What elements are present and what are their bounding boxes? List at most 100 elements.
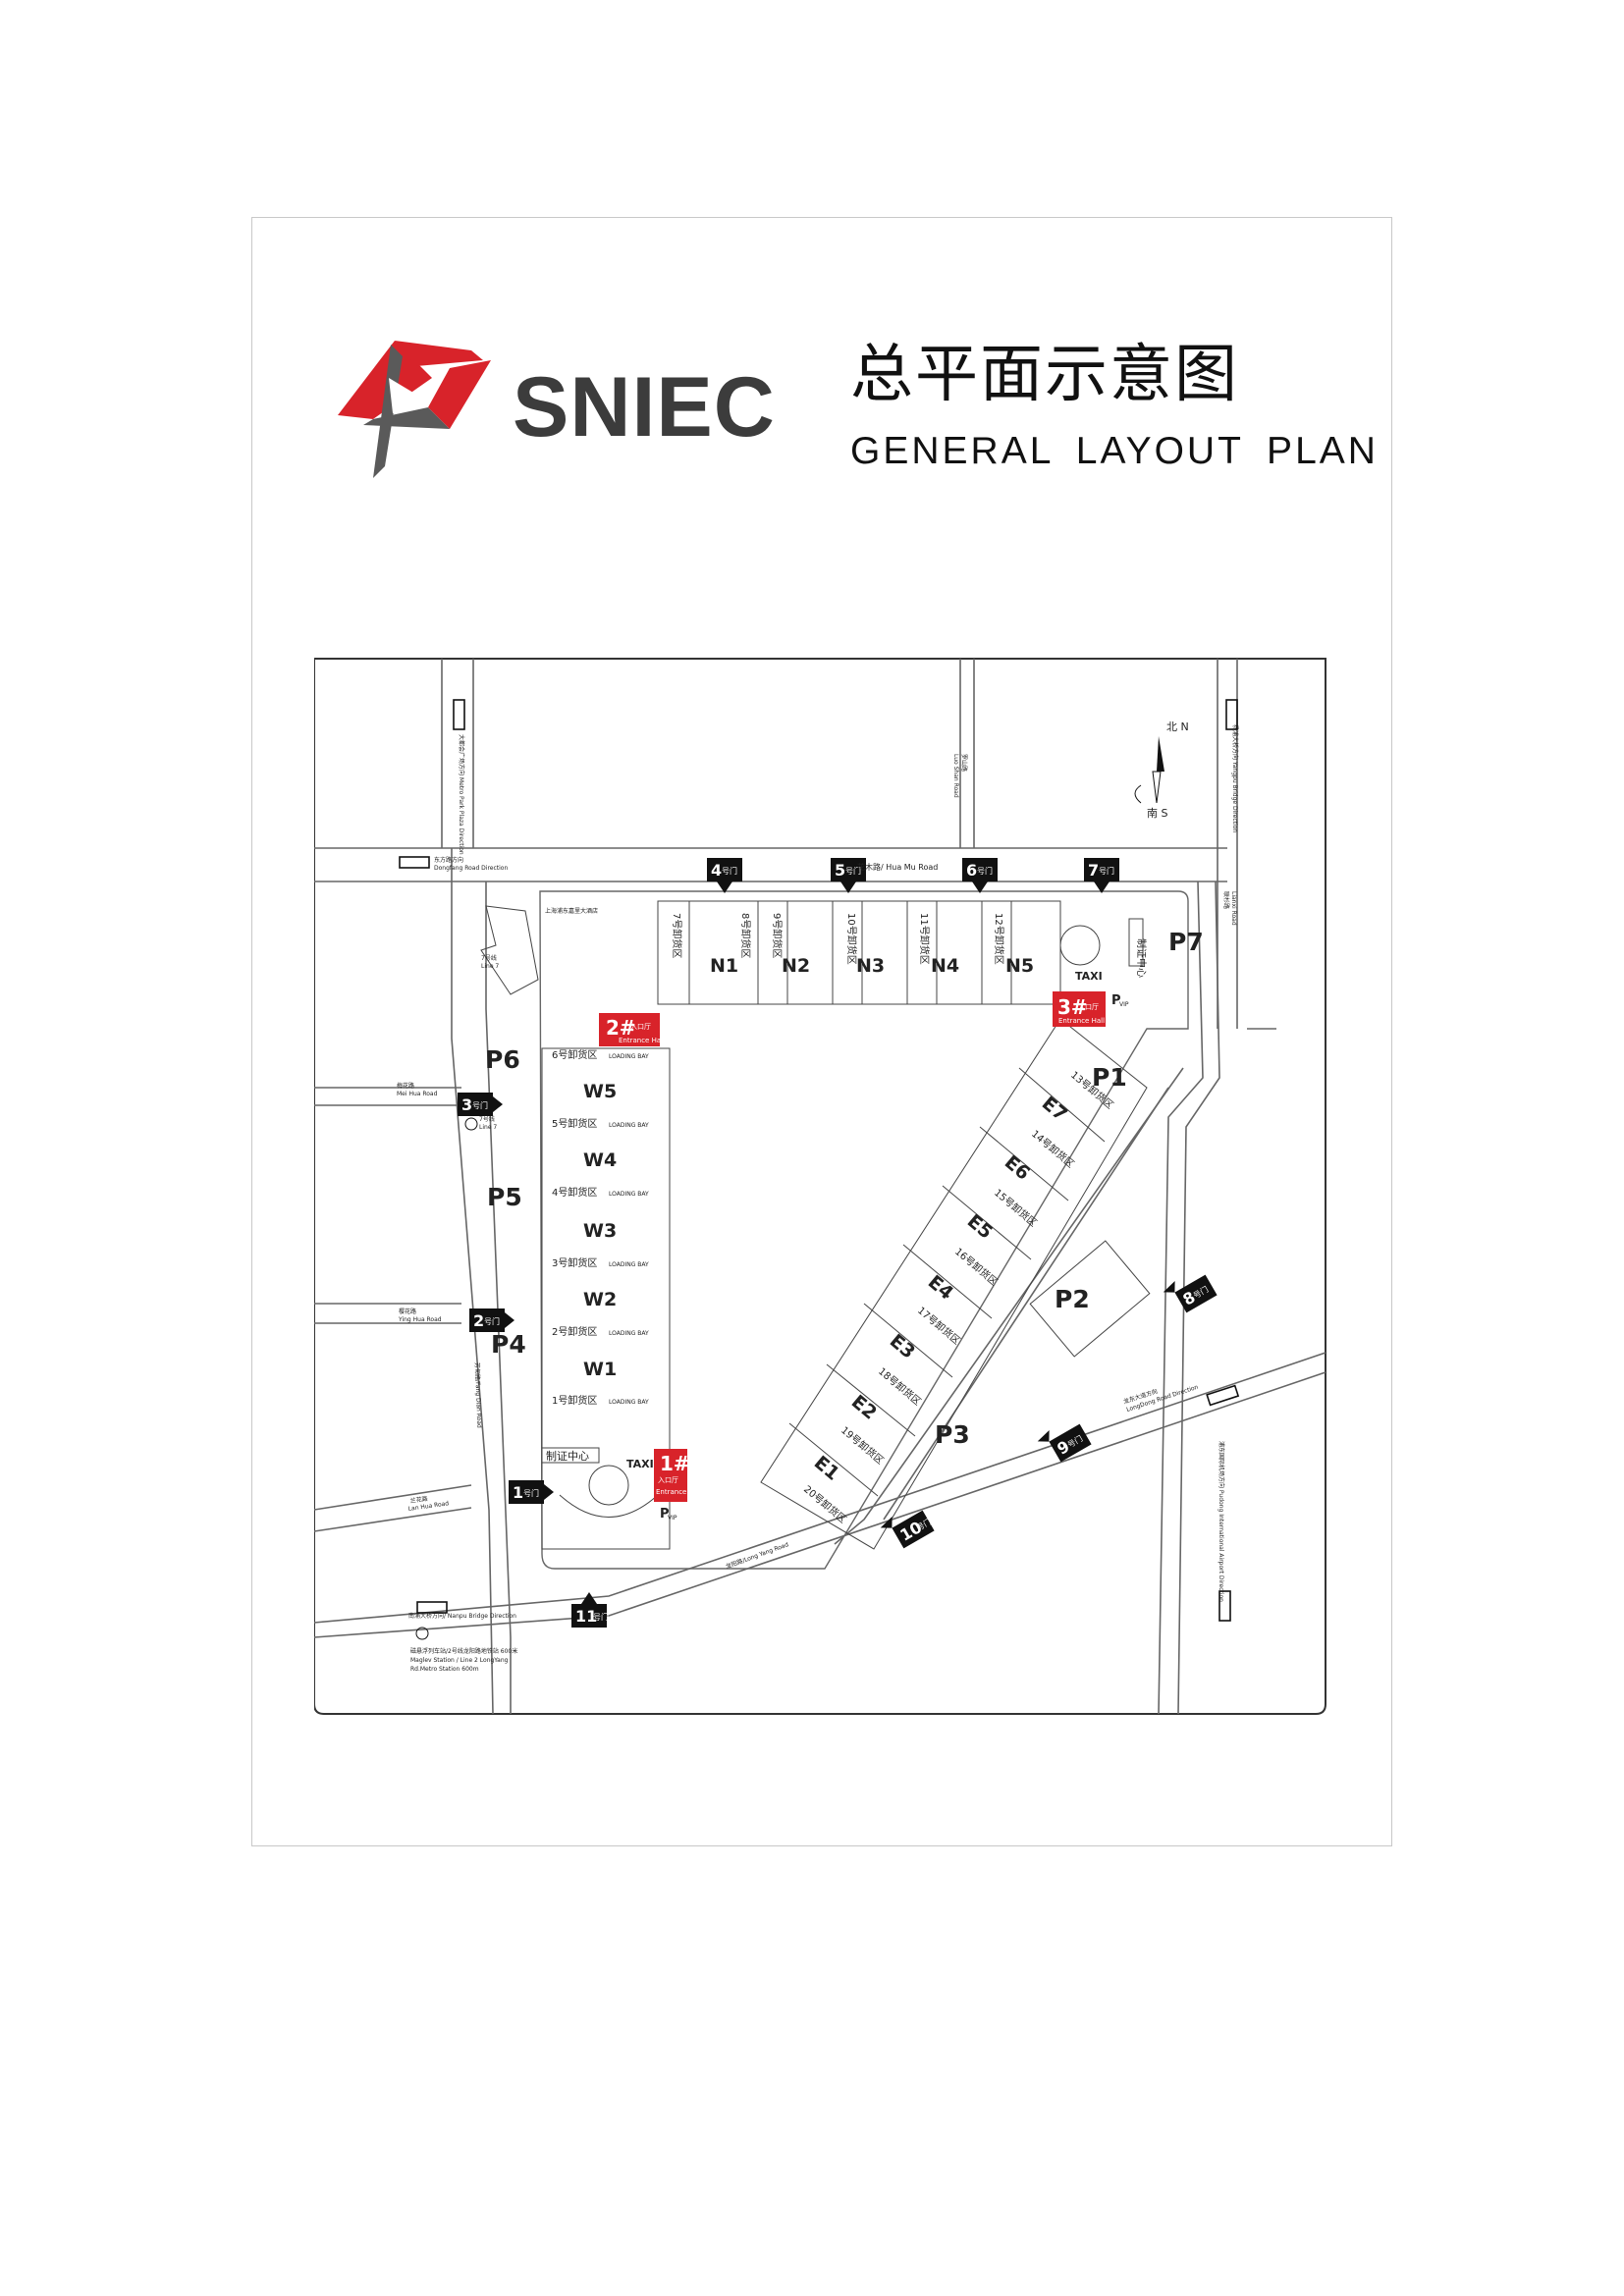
road-lines xyxy=(314,659,1326,1715)
dir-dongfang-en: Dongfang Road Direction xyxy=(434,865,508,872)
svg-text:VIP: VIP xyxy=(1119,1001,1129,1008)
maglev-en1: Maglev Station / Line 2 LongYang xyxy=(410,1657,509,1664)
sniec-logo xyxy=(338,341,491,478)
gate-suffix: 号门 xyxy=(977,866,993,876)
parking-p6: P6 xyxy=(485,1045,520,1074)
svg-text:3#: 3# xyxy=(1057,995,1088,1019)
maglev-en2: Rd.Metro Station 600m xyxy=(410,1666,479,1673)
loading-bay-north-11: 11号卸货区 xyxy=(918,913,931,965)
svg-text:Entrance Hall: Entrance Hall xyxy=(656,1488,702,1496)
parking-p7: P7 xyxy=(1168,928,1204,956)
svg-text:2#: 2# xyxy=(606,1016,636,1040)
parking-p4: P4 xyxy=(491,1330,526,1359)
hall-e1: E1 xyxy=(810,1452,843,1485)
entrance-3[interactable]: 3# 入口厅 Entrance Hall xyxy=(1053,991,1106,1027)
hall-n3: N3 xyxy=(856,955,885,977)
loading-bay-west-1: 1号卸货区 xyxy=(552,1394,597,1407)
taxi-label-west: TAXI xyxy=(626,1458,654,1470)
gate-number: 6 xyxy=(966,861,977,880)
road-lianxi: 联杉路 xyxy=(1222,891,1230,909)
hall-e4: E4 xyxy=(924,1271,957,1305)
gate-suffix: 号门 xyxy=(593,1612,609,1622)
loading-bay-caption: LOADING BAY xyxy=(609,1122,649,1129)
permit-center-west: 制证中心 xyxy=(546,1450,589,1463)
loading-bay-west-5: 5号卸货区 xyxy=(552,1117,597,1130)
gate-suffix: 号门 xyxy=(722,866,737,876)
dir-yangpu: 杨浦大桥方向 Yangpu Bridge Direction xyxy=(1231,724,1239,832)
gate-arrow xyxy=(544,1484,554,1500)
loading-bay-north-12: 12号卸货区 xyxy=(993,913,1005,965)
hall-w4: W4 xyxy=(583,1149,617,1171)
gate-9[interactable]: 9号门 xyxy=(1036,1415,1092,1467)
gate-arrow xyxy=(880,1516,893,1528)
loading-bay-east-17: 17号卸货区 xyxy=(915,1304,963,1347)
loading-bay-caption: LOADING BAY xyxy=(609,1330,649,1337)
entrance-2[interactable]: 2# 入口厅 Entrance Hall xyxy=(599,1013,665,1046)
road-ying-hua-en: Ying Hua Road xyxy=(398,1316,442,1323)
compass-north: 北 N xyxy=(1166,721,1189,733)
venue-perimeter xyxy=(539,890,1189,1570)
gate-8[interactable]: 8号门 xyxy=(1162,1266,1218,1317)
hall-n1: N1 xyxy=(710,955,738,977)
loading-bay-caption: LOADING BAY xyxy=(609,1191,649,1198)
gate-number: 11 xyxy=(575,1607,597,1626)
gate-arrow xyxy=(505,1312,514,1328)
gate-suffix: 号门 xyxy=(472,1100,488,1110)
svg-text:Line 7: Line 7 xyxy=(481,963,499,970)
permit-center-north: 制证中心 xyxy=(1135,938,1148,978)
road-hua-mu: 花木路/ Hua Mu Road xyxy=(857,862,938,872)
svg-text:VIP: VIP xyxy=(668,1515,677,1522)
road-mei-hua-en: Mei Hua Road xyxy=(397,1091,438,1097)
loading-bay-west-6: 6号卸货区 xyxy=(552,1048,597,1061)
gate-arrow xyxy=(493,1096,503,1112)
vip-parking-north: P xyxy=(1111,993,1121,1008)
svg-text:入口厅: 入口厅 xyxy=(1078,1003,1099,1011)
hall-e3: E3 xyxy=(886,1330,919,1363)
road-ying-hua-cn: 樱花路 xyxy=(399,1308,416,1315)
hotel-label: 上海浦东嘉里大酒店 xyxy=(545,907,598,915)
metro-icon-line7-west xyxy=(464,1117,478,1131)
loading-bay-north-8: 8号卸货区 xyxy=(739,913,752,958)
gate-arrow xyxy=(1094,881,1110,893)
loading-bay-west-2: 2号卸货区 xyxy=(552,1325,597,1338)
svg-text:入口厅: 入口厅 xyxy=(658,1476,678,1484)
loading-bay-east-20: 20号卸货区 xyxy=(801,1482,849,1525)
taxi-label-north: TAXI xyxy=(1075,970,1103,983)
loading-bay-north-10: 10号卸货区 xyxy=(845,913,858,965)
dir-dongfang-cn: 东方路方向 xyxy=(434,856,463,864)
hall-e6: E6 xyxy=(1001,1151,1034,1185)
svg-text:Entrance Hall: Entrance Hall xyxy=(1058,1017,1105,1025)
gate-number: 4 xyxy=(711,861,722,880)
gate-number: 3 xyxy=(461,1095,472,1114)
gate-arrow xyxy=(1163,1280,1175,1293)
dir-metro-park: 大都会广场方向 Metro Park Plaza Direction xyxy=(458,734,465,855)
maglev-cn: 磁悬浮列车站/2号线龙阳路地铁站 600米 xyxy=(410,1647,517,1655)
north-hall-dividers xyxy=(688,901,1012,1004)
map-border xyxy=(314,658,1326,1715)
entrance-1[interactable]: 1# 入口厅 Entrance Hall xyxy=(654,1449,702,1502)
gate-number: 1 xyxy=(513,1483,523,1502)
hall-e2: E2 xyxy=(847,1391,881,1424)
loading-bay-west-4: 4号卸货区 xyxy=(552,1186,597,1199)
compass: 北 N 南 S xyxy=(1134,721,1189,820)
loading-bay-east-14: 14号卸货区 xyxy=(1029,1127,1077,1170)
hall-w3: W3 xyxy=(583,1220,617,1242)
dir-pudong-airport: 浦东国际机场方向 Pudong International Airport Di… xyxy=(1218,1441,1225,1602)
gate-arrow xyxy=(972,881,988,893)
page-title-cn: 总平面示意图 xyxy=(850,339,1239,411)
vip-parking-west: P xyxy=(660,1507,670,1522)
hall-n4: N4 xyxy=(931,955,959,977)
svg-text:7号线: 7号线 xyxy=(479,1115,495,1123)
road-lan-hua-cn: 兰花路 xyxy=(409,1495,428,1505)
compass-south: 南 S xyxy=(1147,807,1167,820)
